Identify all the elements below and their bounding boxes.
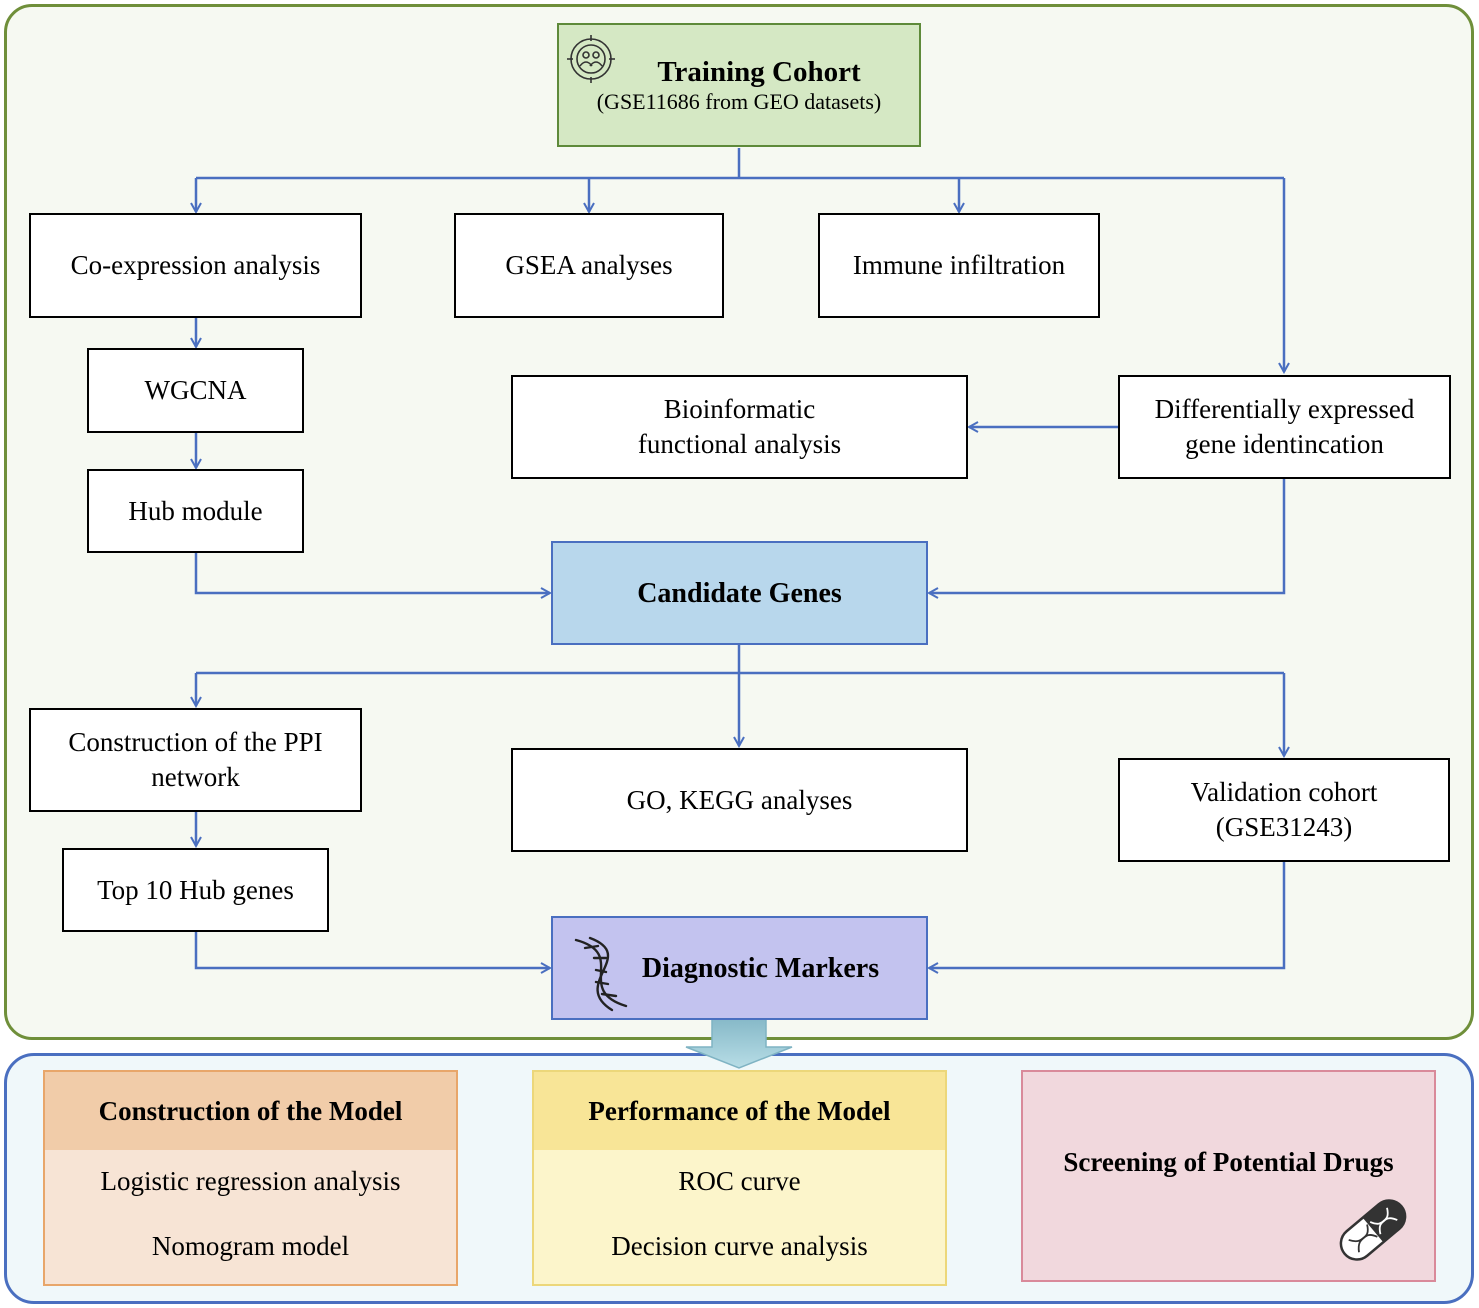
drug-screening-title: Screening of Potential Drugs — [1063, 1146, 1394, 1177]
go-kegg-label: GO, KEGG analyses — [626, 784, 853, 815]
go-kegg-box: GO, KEGG analyses — [511, 748, 968, 852]
performance-item-2: Decision curve analysis — [611, 1231, 868, 1261]
training-cohort-box: Training Cohort (GSE11686 from GEO datas… — [557, 23, 921, 147]
top10-hub-genes-label: Top 10 Hub genes — [97, 874, 294, 905]
dna-icon — [574, 936, 628, 1012]
performance-model-title: Performance of the Model — [534, 1072, 945, 1150]
gsea-analyses-box: GSEA analyses — [454, 213, 724, 318]
deg-identification-label: Differentially expressed gene identincat… — [1154, 394, 1415, 459]
hub-module-label: Hub module — [128, 495, 263, 526]
deg-identification-box: Differentially expressed gene identincat… — [1118, 375, 1451, 479]
training-cohort-title: Training Cohort — [657, 55, 861, 88]
coexpression-analysis-box: Co-expression analysis — [29, 213, 362, 318]
validation-cohort-label: Validation cohort (GSE31243) — [1190, 777, 1378, 842]
candidate-genes-box: Candidate Genes — [551, 541, 928, 645]
construction-model-card: Construction of the Model Logistic regre… — [43, 1070, 458, 1286]
candidate-genes-label: Candidate Genes — [637, 577, 842, 609]
performance-item-1: ROC curve — [678, 1166, 801, 1196]
wgcna-label: WGCNA — [144, 375, 247, 405]
diagnostic-markers-box: Diagnostic Markers — [551, 916, 928, 1020]
capsule-dna-icon — [1339, 1199, 1407, 1261]
hub-module-box: Hub module — [87, 469, 304, 553]
training-cohort-subtitle: (GSE11686 from GEO datasets) — [596, 88, 882, 114]
construction-item-2: Nomogram model — [151, 1231, 350, 1261]
top10-hub-genes-box: Top 10 Hub genes — [62, 848, 329, 932]
validation-cohort-box: Validation cohort (GSE31243) — [1118, 758, 1450, 862]
construction-model-title: Construction of the Model — [45, 1072, 456, 1150]
immune-infiltration-box: Immune infiltration — [818, 213, 1100, 318]
performance-model-card: Performance of the Model ROC curve Decis… — [532, 1070, 947, 1286]
diagnostic-markers-label: Diagnostic Markers — [641, 952, 880, 984]
construction-item-1: Logistic regression analysis — [100, 1166, 401, 1196]
immune-infiltration-label: Immune infiltration — [852, 250, 1066, 280]
people-target-icon — [567, 35, 615, 83]
ppi-network-box: Construction of the PPI network — [29, 708, 362, 812]
bioinformatic-analysis-label: Bioinformatic functional analysis — [637, 394, 842, 459]
coexpression-analysis-label: Co-expression analysis — [70, 250, 321, 280]
bioinformatic-analysis-box: Bioinformatic functional analysis — [511, 375, 968, 479]
wgcna-box: WGCNA — [87, 348, 304, 433]
gsea-analyses-label: GSEA analyses — [505, 250, 673, 280]
ppi-network-label: Construction of the PPI network — [68, 727, 323, 792]
